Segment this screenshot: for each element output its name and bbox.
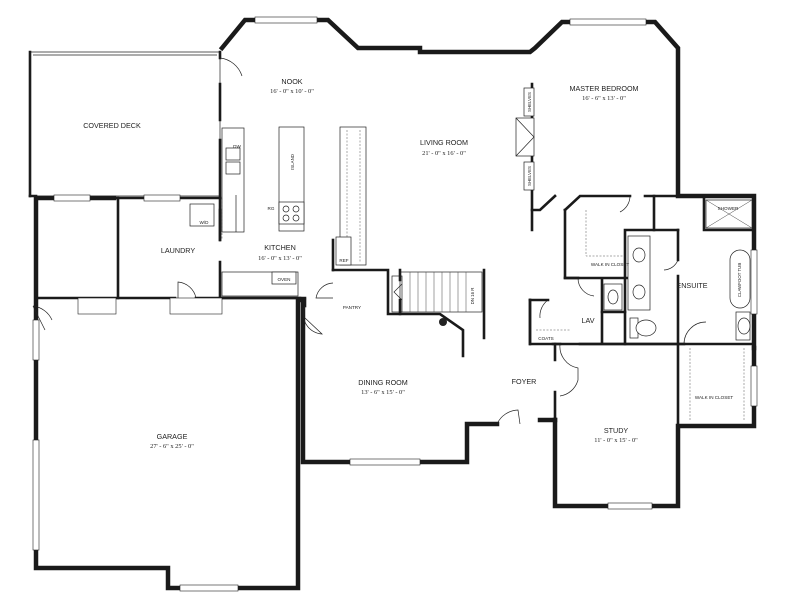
study-name: STUDY: [604, 426, 629, 435]
sink-basin-2: [225, 161, 241, 175]
fixture-labels: DW ISLAND RG W/D REF OVEN PANTRY SHELVES…: [200, 92, 742, 400]
kitchen-fixtures: [189, 126, 367, 297]
room-labels: COVERED DECK NOOK 16' - 0" x 10' - 0" LI…: [83, 77, 708, 450]
garage-name: GARAGE: [157, 432, 188, 441]
lav-vanity: [603, 283, 623, 311]
walk-in-closet-master-label: WALK IN CLOSET: [591, 262, 630, 267]
walk-in-closet-ensuite-label: WALK IN CLOSET: [695, 395, 734, 400]
master-bedroom-dims: 16' - 6" x 13' - 0": [582, 95, 626, 102]
nook-name: NOOK: [281, 77, 302, 86]
shelves-top-label: SHELVES: [527, 92, 532, 112]
dining-room-dims: 13' - 6" x 15' - 0": [361, 389, 405, 396]
coats-label: COATS: [538, 336, 553, 341]
ref-label: REF: [339, 258, 348, 263]
shelves-bottom-label: SHELVES: [527, 166, 532, 186]
closet-rods: [536, 210, 745, 420]
master-bedroom-name: MASTER BEDROOM: [569, 84, 638, 93]
sink-basin-1: [225, 147, 241, 161]
study-dims: 11' - 0" x 15' - 0": [594, 437, 638, 444]
toilet-lav: [635, 319, 657, 337]
windows: [32, 16, 758, 592]
range-burners: [278, 201, 305, 225]
doors: [32, 57, 707, 425]
rg-label: RG: [268, 206, 275, 211]
refrigerator: [335, 236, 352, 266]
fireplace: [515, 117, 535, 157]
ensuite-name: ENSUITE: [676, 281, 707, 290]
stairs: [391, 271, 483, 326]
dw-label: DW: [233, 144, 241, 149]
garage-dims: 27' - 6" x 25' - 0": [150, 443, 194, 450]
wd-label: W/D: [200, 220, 210, 225]
washer-dryer: [189, 203, 215, 227]
foyer-name: FOYER: [512, 377, 537, 386]
double-vanity: [627, 235, 651, 311]
dining-room-name: DINING ROOM: [358, 378, 408, 387]
island-label: ISLAND: [290, 154, 295, 170]
living-room-name: LIVING ROOM: [420, 138, 468, 147]
fireplace-shelves: [515, 87, 535, 191]
kitchen-name: KITCHEN: [264, 243, 296, 252]
clawfoot-tub: [729, 249, 751, 309]
lav-name: LAV: [581, 316, 594, 325]
covered-deck-name: COVERED DECK: [83, 121, 141, 130]
oven: [271, 271, 297, 285]
clawfoot-tub-label: CLAWFOOT TUB: [737, 263, 742, 298]
kitchen-dims: 16' - 0" x 13' - 0": [258, 255, 302, 262]
laundry-name: LAUNDRY: [161, 246, 195, 255]
nook-dims: 16' - 0" x 10' - 0": [270, 88, 314, 95]
newel-post: [439, 318, 447, 326]
toilet-ensuite: [737, 317, 751, 335]
living-room-dims: 21' - 0" x 16' - 0": [422, 150, 466, 157]
pantry-label: PANTRY: [343, 305, 361, 310]
oven-label: OVEN: [277, 277, 290, 282]
shower-label: SHOWER: [718, 206, 739, 211]
bath-fixtures: [603, 199, 753, 341]
stairs-dn-label: DN 16 R: [470, 288, 475, 305]
